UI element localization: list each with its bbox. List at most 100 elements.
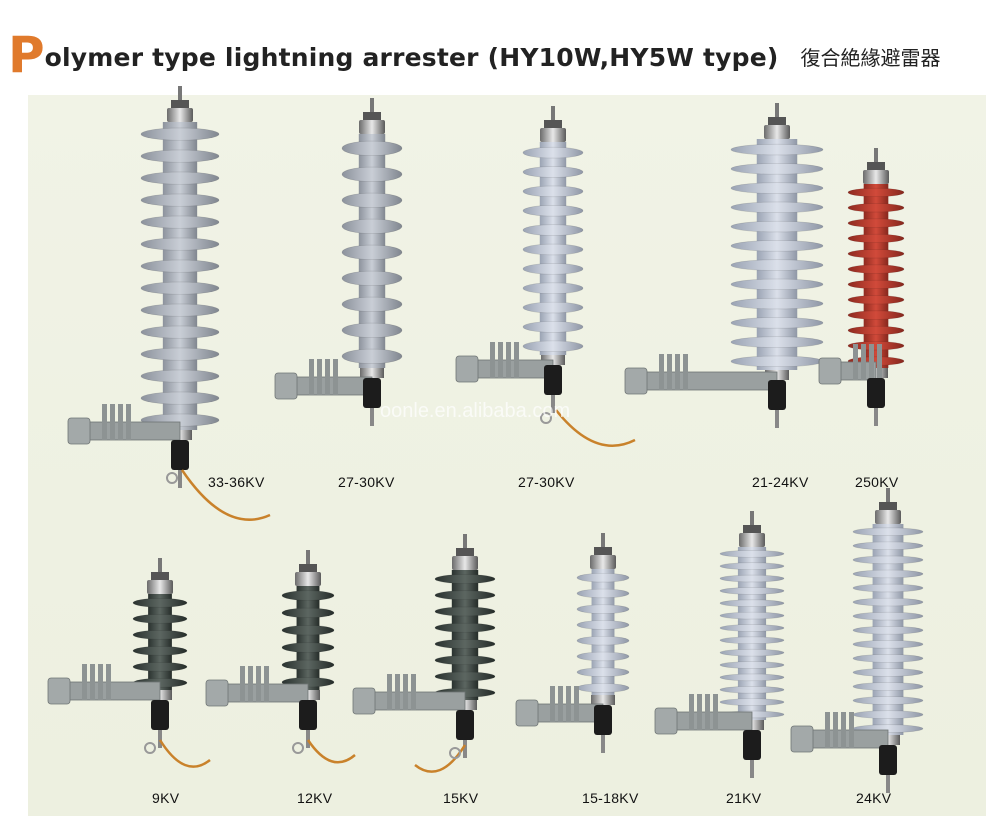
arrester-8-ring-terminal <box>449 747 461 759</box>
arrester-2-base-band <box>360 368 384 378</box>
arrester-10-shed <box>719 673 785 682</box>
arrester-8-bracket-fin <box>387 674 392 710</box>
arrester-8-shed <box>434 606 496 617</box>
product-label-7: 12KV <box>297 790 333 806</box>
arrester-9-shed <box>576 651 630 662</box>
arrester-7-nut <box>299 564 317 572</box>
arrester-1-shed <box>140 127 220 141</box>
arrester-11-shed <box>852 569 924 579</box>
arrester-10-bracket-fin <box>713 694 718 730</box>
arrester-10-core <box>737 547 767 720</box>
arrester-9-shed <box>576 588 630 599</box>
arrester-9-shed <box>576 572 630 583</box>
arrester-7-shed <box>281 607 335 619</box>
arrester-10-shed <box>719 611 785 620</box>
arrester-9-shed <box>576 620 630 630</box>
arrester-1-shed <box>140 237 220 251</box>
product-label-1: 33-36KV <box>208 474 265 490</box>
arrester-11-ground-stud <box>886 775 890 793</box>
arrester-1-bracket-fin <box>110 404 115 440</box>
arrester-3-shed <box>522 205 584 217</box>
arrester-10-shed <box>719 636 785 645</box>
arrester-9-stud <box>601 533 605 555</box>
arrester-4-stud <box>775 103 779 125</box>
arrester-6-ground-stud <box>158 730 162 748</box>
arrester-1-shed <box>140 193 220 207</box>
arrester-4-shed <box>730 297 824 310</box>
arrester-6-shed <box>132 598 188 608</box>
arrester-9-ground-stud <box>601 735 605 753</box>
arrester-5-bracket-fin <box>877 344 882 380</box>
arrester-8-shed <box>434 655 496 666</box>
arrester-2-shed <box>341 270 403 286</box>
arrester-11-shed <box>852 682 924 691</box>
arrester-7-cap <box>295 572 321 586</box>
arrester-6-shed <box>132 646 188 656</box>
arrester-2-shed <box>341 244 403 260</box>
arrester-2-bracket-fin <box>317 359 322 395</box>
arrester-8-shed <box>434 622 496 633</box>
arrester-11-bracket-fin <box>825 712 830 748</box>
arrester-3-bracket-fin <box>490 342 495 378</box>
arrester-1-disconnector <box>171 440 189 470</box>
arrester-4-shed <box>730 143 824 156</box>
arrester-11-bracket-fin <box>849 712 854 748</box>
arrester-7-core <box>296 586 320 690</box>
arrester-7-bracket-plate <box>205 679 229 707</box>
arrester-10-shed <box>719 574 785 583</box>
arrester-6-nut <box>151 572 169 580</box>
arrester-10-bracket-fin <box>705 694 710 730</box>
arrester-2-stud <box>370 98 374 120</box>
arrester-10-disconnector <box>743 730 761 760</box>
arrester-1-ground-stud <box>178 470 182 488</box>
arrester-10-shed <box>719 624 785 632</box>
arrester-6-bracket-fin <box>90 664 95 700</box>
arrester-8-nut <box>456 548 474 556</box>
arrester-9-disconnector <box>594 705 612 735</box>
arrester-10-shed <box>719 562 785 570</box>
product-label-11: 24KV <box>856 790 892 806</box>
arrester-6-shed <box>132 630 188 640</box>
arrester-10-shed <box>719 550 785 558</box>
arrester-2-nut <box>363 112 381 120</box>
page-title: P olymer type lightning arrester (HY10W,… <box>8 20 941 80</box>
watermark: oonle.en.alibaba.com <box>380 400 571 422</box>
arrester-5-nut <box>867 162 885 170</box>
arrester-8-ground-stud <box>463 740 467 758</box>
arrester-5-bracket-fin <box>869 344 874 380</box>
arrester-3-shed <box>522 301 584 314</box>
arrester-5-bracket-fin <box>853 344 858 380</box>
arrester-11-shed <box>852 640 924 649</box>
arrester-1-bracket-plate <box>67 417 91 445</box>
arrester-2-shed <box>341 166 403 182</box>
arrester-7-ring-terminal <box>292 742 304 754</box>
arrester-11-nut <box>879 502 897 510</box>
arrester-3-disconnector <box>544 365 562 395</box>
arrester-6-core <box>148 594 172 690</box>
arrester-3-shed <box>522 146 584 159</box>
arrester-11-bracket-fin <box>833 712 838 748</box>
arrester-5-bracket-fin <box>861 344 866 380</box>
arrester-1-core <box>162 122 198 430</box>
arrester-1-stud <box>178 86 182 108</box>
arrester-10-shed <box>719 599 785 607</box>
arrester-5-stud <box>874 148 878 170</box>
arrester-5-shed <box>847 218 905 228</box>
arrester-1-shed <box>140 281 220 295</box>
arrester-1-ring-terminal <box>166 472 178 484</box>
arrester-6-cap <box>147 580 173 594</box>
arrester-2-shed <box>341 322 403 338</box>
arrester-1-bracket-fin <box>102 404 107 440</box>
arrester-9-base-band <box>591 695 615 705</box>
arrester-2-bracket-plate <box>274 372 298 400</box>
arrester-5-core <box>863 184 889 368</box>
title-initial: P <box>8 26 45 84</box>
arrester-11-cap <box>875 510 901 524</box>
arrester-1-shed <box>140 215 220 229</box>
arrester-7-shed <box>281 659 335 671</box>
arrester-1-shed <box>140 171 220 185</box>
arrester-11-shed <box>852 583 924 593</box>
arrester-1-shed <box>140 391 220 405</box>
arrester-3-cap <box>540 128 566 142</box>
arrester-5-shed <box>847 249 905 259</box>
